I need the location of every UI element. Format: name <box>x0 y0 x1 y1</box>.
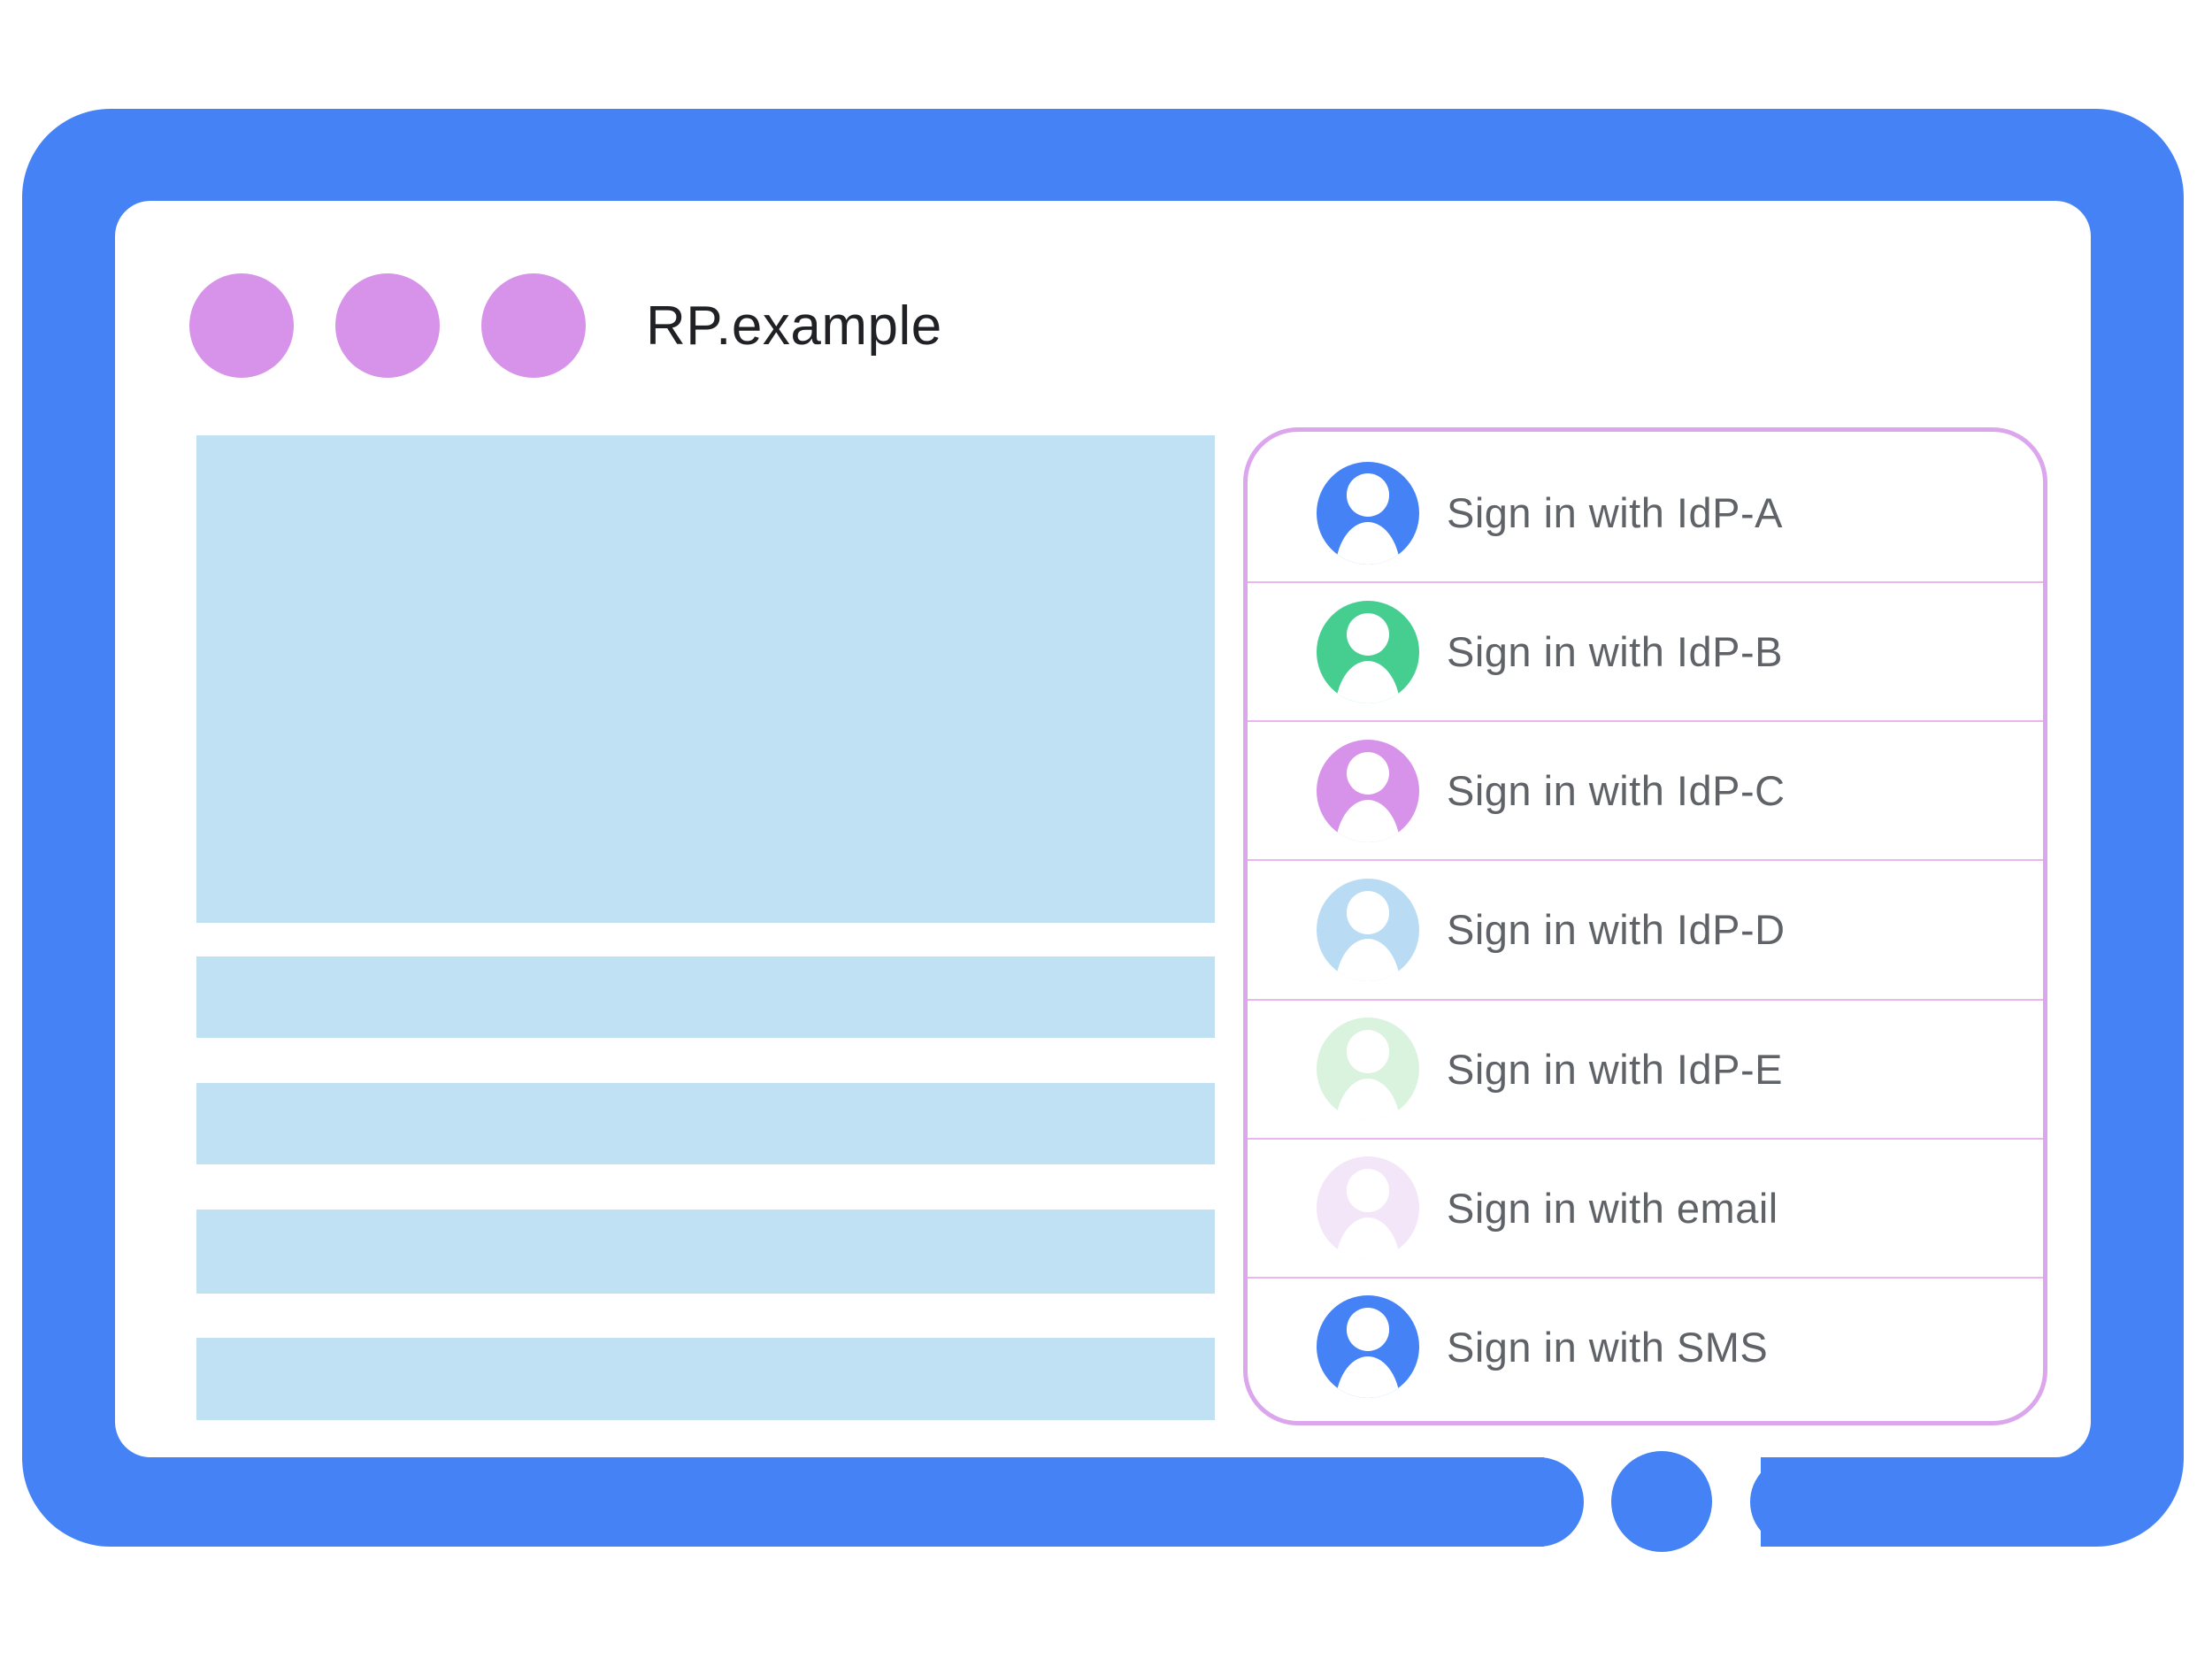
user-avatar-icon <box>1317 1295 1419 1399</box>
signin-option-label: Sign in with IdP-C <box>1447 767 1786 815</box>
signin-option-label: Sign in with IdP-D <box>1447 906 1786 954</box>
text-placeholder-bar <box>196 1083 1215 1164</box>
text-placeholder-bar <box>196 1338 1215 1420</box>
signin-option-label: Sign in with IdP-A <box>1447 489 1783 537</box>
window-control-dot-icon[interactable] <box>189 273 294 378</box>
bottom-band-left-segment <box>1451 1457 1584 1547</box>
user-avatar-icon <box>1317 461 1419 565</box>
page-title: RP.example <box>646 295 942 357</box>
window-control-dot-icon[interactable] <box>335 273 440 378</box>
home-button[interactable] <box>1611 1451 1712 1552</box>
user-avatar-icon <box>1317 739 1419 842</box>
address-bar: RP.example <box>646 273 942 379</box>
user-avatar-icon <box>1317 878 1419 981</box>
signin-option-sms[interactable]: Sign in with SMS <box>1248 1276 2043 1416</box>
signin-option-idp-c[interactable]: Sign in with IdP-C <box>1248 720 2043 859</box>
bottom-band-right-segment <box>1750 1457 1893 1547</box>
text-placeholder-bar <box>196 1210 1215 1294</box>
signin-option-idp-d[interactable]: Sign in with IdP-D <box>1248 859 2043 998</box>
text-placeholder-bar <box>196 956 1215 1038</box>
signin-option-label: Sign in with IdP-E <box>1447 1045 1783 1093</box>
signin-option-label: Sign in with IdP-B <box>1447 628 1783 676</box>
signin-option-email[interactable]: Sign in with email <box>1248 1137 2043 1277</box>
signin-option-label: Sign in with email <box>1447 1184 1778 1232</box>
signin-option-idp-b[interactable]: Sign in with IdP-B <box>1248 581 2043 720</box>
signin-option-idp-a[interactable]: Sign in with IdP-A <box>1248 444 2043 581</box>
window-controls <box>189 273 586 378</box>
user-avatar-icon <box>1317 1156 1419 1260</box>
user-avatar-icon <box>1317 600 1419 703</box>
signin-option-label: Sign in with SMS <box>1447 1323 1769 1371</box>
signin-option-idp-e[interactable]: Sign in with IdP-E <box>1248 998 2043 1138</box>
hero-placeholder-block <box>196 435 1215 923</box>
user-avatar-icon <box>1317 1018 1419 1121</box>
window-control-dot-icon[interactable] <box>481 273 586 378</box>
signin-chooser-panel: Sign in with IdP-A Sign in with IdP-B Si… <box>1243 427 2047 1425</box>
